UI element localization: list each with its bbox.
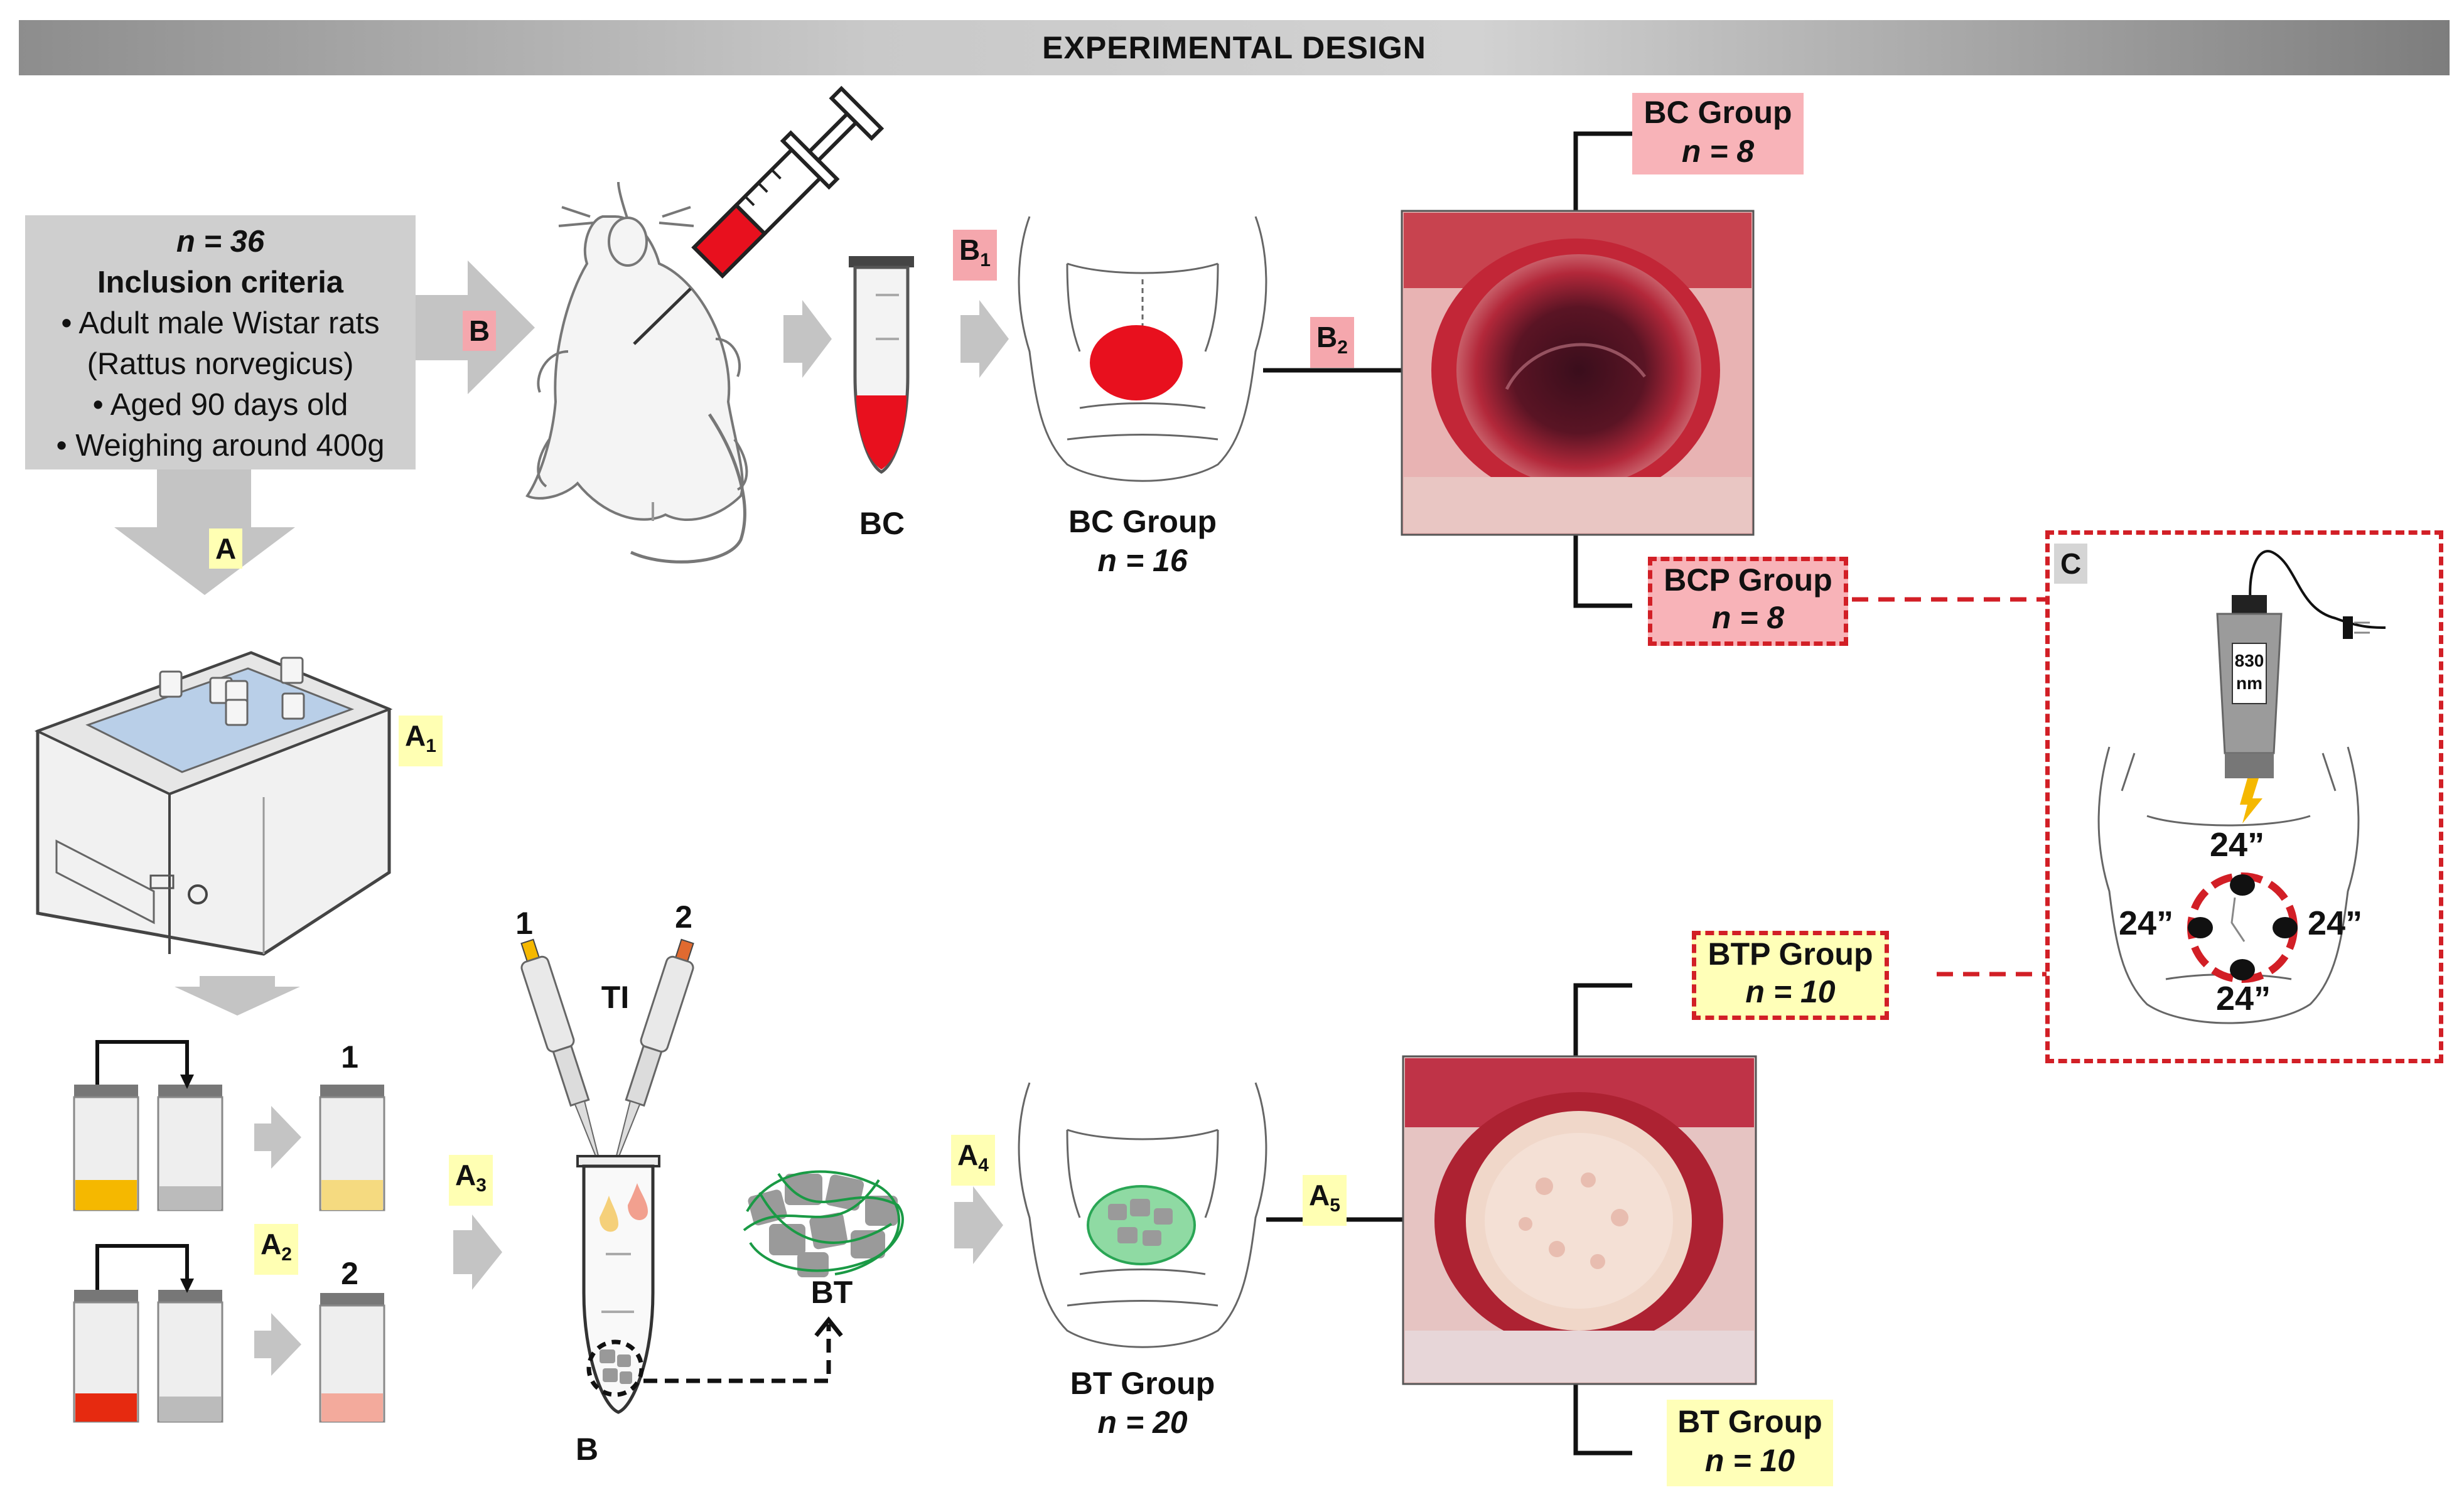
- laser-therapy-panel: [2045, 530, 2443, 1063]
- step-tag-b1: B1: [953, 230, 997, 281]
- bt-defect: [1087, 1185, 1196, 1265]
- photo-bc-surgical-site: [1401, 210, 1755, 536]
- step-tag-a: A: [209, 528, 243, 569]
- vials-illustration: [73, 1040, 385, 1423]
- step-tag-a5: A5: [1303, 1175, 1347, 1226]
- skull-bt-illustration: [1018, 1082, 1267, 1348]
- dose-label-bottom: 24”: [2216, 980, 2271, 1017]
- criterion-weight: • Weighing around 400g: [56, 429, 385, 463]
- bc-main-group-label: BC Group n = 16: [1068, 504, 1217, 578]
- bcp-subgroup-box: BCP Group n = 8: [1648, 557, 1848, 646]
- arrow-to-skull-bt: [954, 1186, 1003, 1264]
- bt-label: BT: [810, 1275, 853, 1310]
- arrow-to-skull-bc: [960, 300, 1009, 378]
- bc-tube-icon: [849, 256, 914, 474]
- dose-label-top: 24”: [2210, 826, 2265, 864]
- dose-label-left: 24”: [2119, 904, 2174, 942]
- step-tag-b2: B2: [1310, 317, 1354, 368]
- bc-subgroup-box: BC Group n = 8: [1632, 93, 1804, 174]
- water-bath-illustration: [34, 651, 393, 956]
- inclusion-heading: Inclusion criteria: [97, 265, 344, 299]
- step-tag-a1: A1: [399, 716, 443, 766]
- inclusion-criteria-box: n = 36 Inclusion criteria • Adult male W…: [25, 215, 416, 469]
- figure-title: EXPERIMENTAL DESIGN: [1042, 30, 1426, 65]
- step-tag-a3: A3: [449, 1155, 493, 1206]
- ti-label: TI: [601, 980, 630, 1015]
- bc-tube-label: BC: [859, 506, 905, 541]
- arrow-vial1: [254, 1106, 301, 1169]
- arrow-to-vials: [175, 976, 300, 1016]
- arrow-to-tube-b: [453, 1215, 502, 1290]
- criterion-age: • Aged 90 days old: [92, 388, 348, 422]
- step-tag-b: B: [463, 311, 497, 351]
- vial-1-label: 1: [341, 1039, 358, 1075]
- photo-bt-surgical-site: [1402, 1055, 1757, 1385]
- dose-label-right: 24”: [2308, 904, 2363, 942]
- syringe-illustration: [633, 85, 885, 345]
- dashed-arrow-to-bt: [643, 1324, 831, 1383]
- pipette-2-label: 2: [675, 899, 692, 935]
- criterion-species-latin: (Rattus norvegicus): [87, 347, 354, 381]
- laser-wavelength-label: 830 nm: [2234, 651, 2264, 693]
- step-tag-c: C: [2054, 544, 2088, 584]
- arrow-vial2: [254, 1313, 301, 1376]
- bt-subgroup-box: BT Group n = 10: [1667, 1400, 1833, 1486]
- step-tag-a4: A4: [951, 1135, 995, 1186]
- btp-subgroup-box: BTP Group n = 10: [1692, 931, 1889, 1020]
- bt-main-group-label: BT Group n = 20: [1070, 1366, 1215, 1440]
- tube-b-label: B: [575, 1432, 599, 1467]
- step-tag-a2: A2: [254, 1224, 298, 1275]
- sample-size: n = 36: [176, 225, 265, 259]
- tube-b-illustration: [576, 1155, 660, 1414]
- arrow-to-water-bath: [114, 469, 295, 595]
- vial-2-label: 2: [341, 1256, 358, 1291]
- criterion-species: • Adult male Wistar rats: [61, 306, 380, 340]
- laser-panel-graphics: [2097, 550, 2386, 1024]
- title-banner: EXPERIMENTAL DESIGN: [19, 20, 2450, 75]
- skull-bc-illustration: [1018, 216, 1267, 482]
- bc-defect: [1090, 325, 1183, 400]
- pipette-1-illustration: [520, 938, 603, 1169]
- pipette-2-illustration: [612, 938, 694, 1169]
- pipette-1-label: 1: [515, 906, 533, 941]
- bt-graft-clump: [743, 1170, 904, 1277]
- arrow-to-bc-tube: [783, 300, 832, 378]
